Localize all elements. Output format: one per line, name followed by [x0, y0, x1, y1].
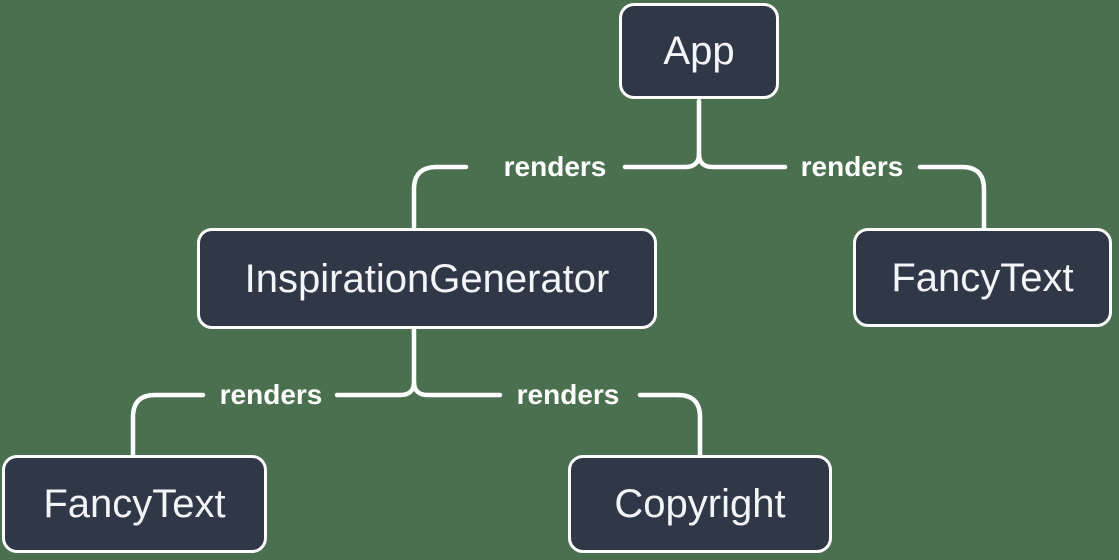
edge-to-copyright — [637, 392, 703, 459]
node-fancy-text-right-label: FancyText — [891, 255, 1074, 300]
edge-app-fork-right — [696, 151, 788, 170]
edge-label-renders-app-fancytext: renders — [800, 151, 904, 182]
edge-ig-fork-right — [411, 379, 503, 398]
node-inspiration-generator-label: InspirationGenerator — [244, 256, 610, 301]
edge-to-inspiration-generator — [411, 164, 469, 232]
edge-to-fancy-text-right — [917, 164, 987, 232]
edge-ig-fork-left — [334, 379, 417, 398]
node-app-label: App — [663, 29, 735, 73]
node-app: App — [619, 3, 779, 99]
node-fancy-text-left-label: FancyText — [43, 482, 226, 526]
edge-app-fork-left — [622, 151, 702, 170]
node-fancy-text-left: FancyText — [2, 455, 267, 553]
node-fancy-text-right: FancyText — [853, 228, 1112, 327]
edge-label-renders-ig-fancytext: renders — [219, 379, 323, 410]
edge-to-fancy-text-left — [130, 392, 206, 459]
edge-label-renders-ig-copyright: renders — [516, 379, 620, 410]
node-copyright: Copyright — [568, 455, 832, 553]
node-inspiration-generator: InspirationGenerator — [197, 228, 657, 329]
connector-line-group — [130, 98, 987, 459]
node-copyright-label: Copyright — [614, 482, 786, 526]
edge-label-renders-app-ig: renders — [503, 151, 607, 182]
